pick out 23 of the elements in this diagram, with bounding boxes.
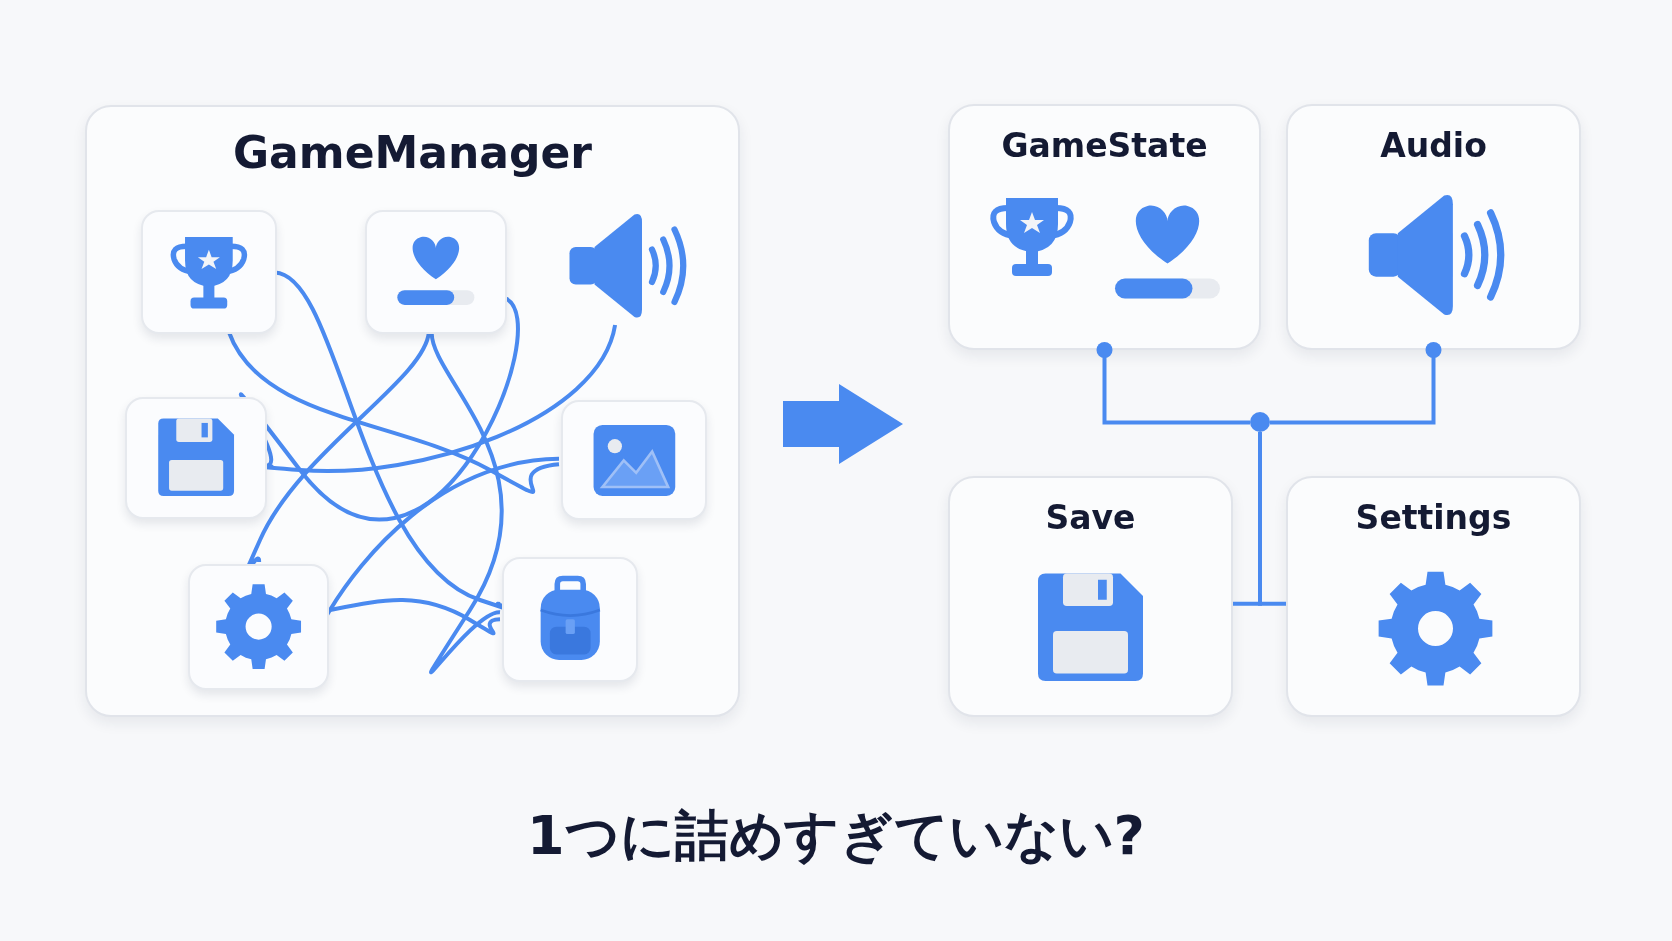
module-card (948, 476, 1233, 717)
group-panel (85, 105, 740, 717)
heading: Settings (1355, 498, 1512, 537)
heading: Audio (1380, 126, 1487, 165)
icon-tile (365, 210, 507, 334)
module-card (948, 104, 1261, 350)
heading: GameManager (233, 127, 592, 178)
module-card (1286, 104, 1581, 350)
icon-tile (561, 400, 707, 520)
heading: Save (1045, 498, 1136, 537)
icon-tile (502, 557, 638, 682)
connector-line (429, 331, 504, 674)
connector-line (1270, 342, 1442, 425)
icon-tile (141, 210, 277, 334)
connector-line (1258, 432, 1286, 606)
junction-dot (1250, 412, 1270, 432)
icon-tile (125, 397, 267, 519)
caption: 1つに詰めすぎていない? (527, 803, 1145, 869)
module-card (1286, 476, 1581, 717)
icon-tile (188, 564, 329, 690)
connector-line (1096, 342, 1250, 425)
connector-line (227, 331, 560, 494)
heading: GameState (1001, 126, 1208, 165)
